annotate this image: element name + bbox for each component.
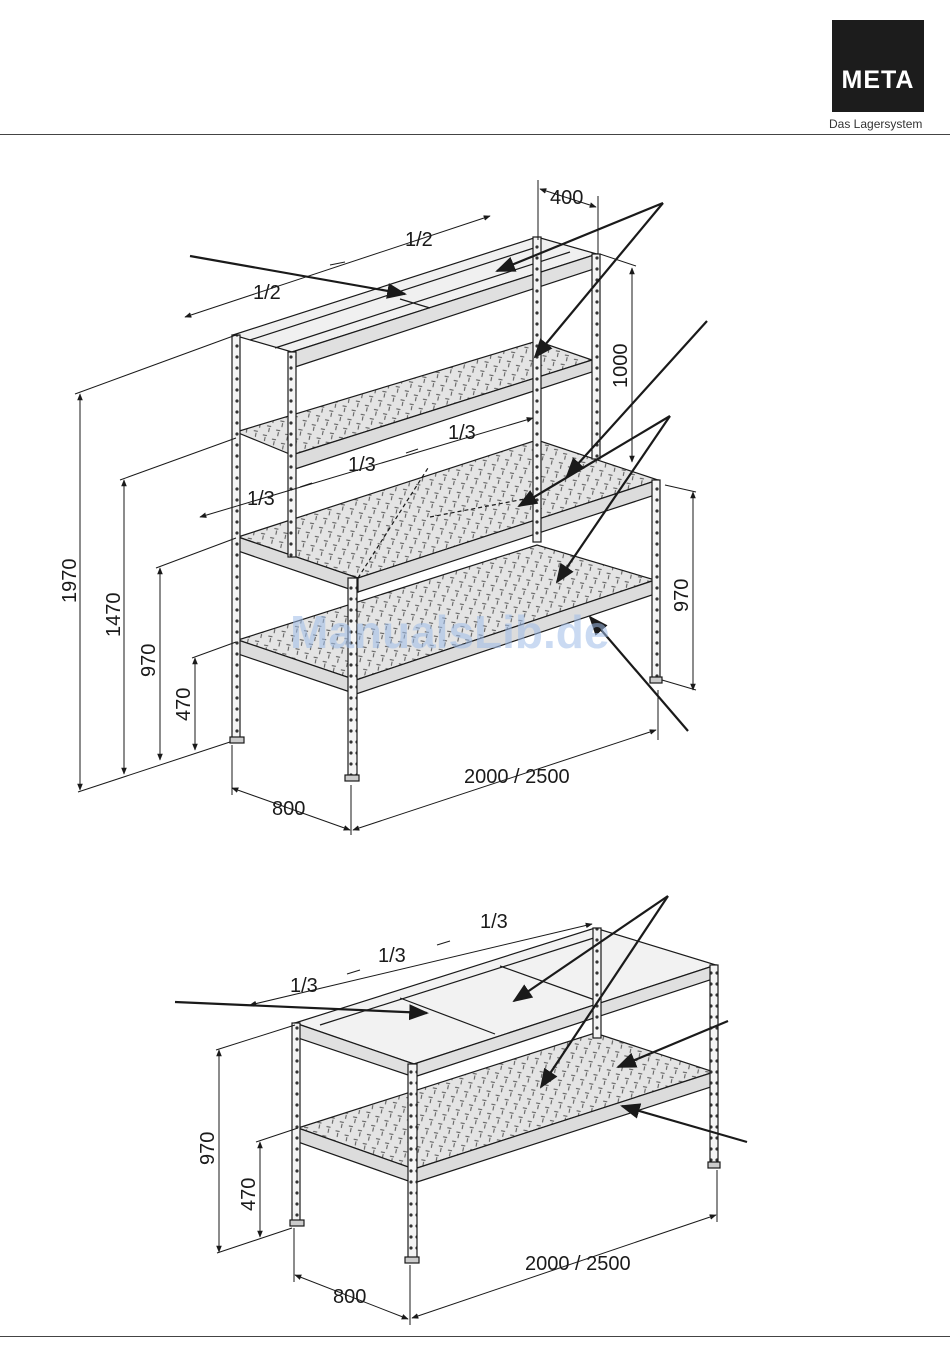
bench-dim-third-middle: 1/3 [378, 945, 406, 967]
dim-third-right: 1/3 [448, 422, 476, 444]
dim-third-left: 1/3 [247, 488, 275, 510]
bench-post-rear-right [710, 965, 718, 1165]
bench-dim-height-970: 970 [197, 1132, 219, 1165]
dim-height-470: 470 [173, 688, 195, 721]
dim-half-lower: 1/2 [253, 282, 281, 304]
dim-third-middle: 1/3 [348, 454, 376, 476]
bench-dim-length: 2000 / 2500 [525, 1253, 631, 1275]
post-front-left [232, 335, 240, 740]
dim-depth-400: 400 [550, 187, 583, 209]
dim-height-1470: 1470 [103, 593, 125, 638]
dim-height-970-right: 970 [671, 579, 693, 612]
dim-length: 2000 / 2500 [464, 766, 570, 788]
top-frame-rear [233, 237, 597, 352]
bench-dim-third-left: 1/3 [290, 975, 318, 997]
bench-dim-height-470: 470 [238, 1178, 260, 1211]
bottom-workbench-unit [290, 928, 720, 1263]
watermark-text: ManualsLib.de [290, 606, 609, 658]
dim-width-800: 800 [272, 798, 305, 820]
bench-post-front-left [292, 1023, 300, 1223]
dim-height-970-left: 970 [138, 644, 160, 677]
post-inner-left [288, 352, 296, 557]
dim-height-1000: 1000 [610, 344, 632, 389]
dim-half-upper: 1/2 [405, 229, 433, 251]
post-back-right-low [652, 480, 660, 680]
bench-post-front-right [408, 1064, 417, 1260]
bench-dim-third-right: 1/3 [480, 911, 508, 933]
bench-dim-width-800: 800 [333, 1286, 366, 1308]
dim-height-1970: 1970 [59, 559, 81, 604]
top-shelving-unit [230, 237, 662, 781]
